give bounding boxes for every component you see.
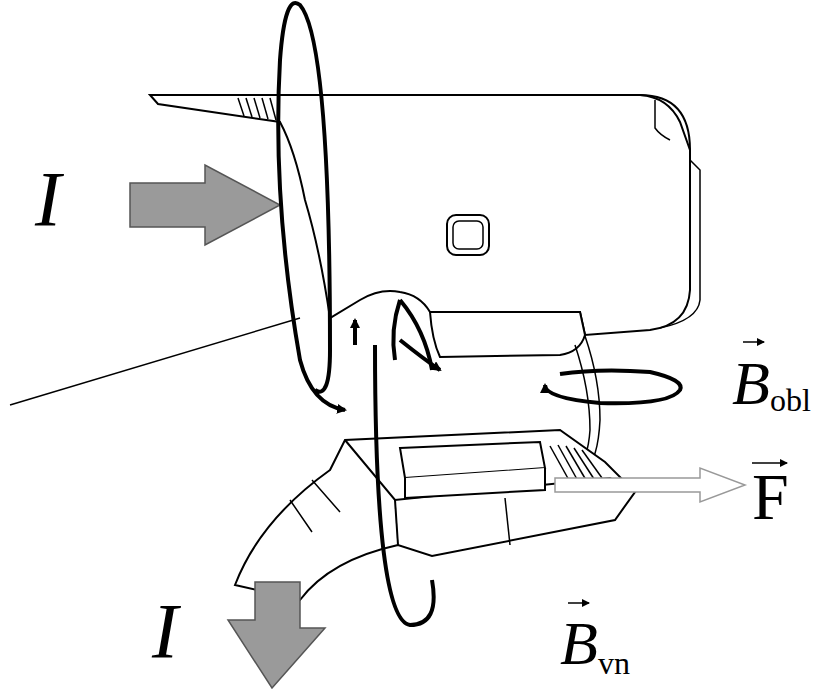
lower-contact <box>235 430 635 600</box>
field-symbol: B <box>560 612 598 674</box>
field-subscript: obl <box>770 384 811 416</box>
force-arrow <box>555 468 745 502</box>
hatch-marks <box>238 98 276 120</box>
force-symbol: F <box>752 464 789 530</box>
hatch-marks <box>550 445 602 482</box>
field-loop <box>278 3 680 625</box>
guide-line <box>10 318 300 405</box>
field-subscript: vn <box>598 647 630 679</box>
current-symbol: I <box>152 592 178 670</box>
field-symbol: B <box>732 352 770 414</box>
current-arrow <box>130 165 280 245</box>
current-symbol: I <box>35 160 61 238</box>
current-arrow <box>228 582 325 688</box>
